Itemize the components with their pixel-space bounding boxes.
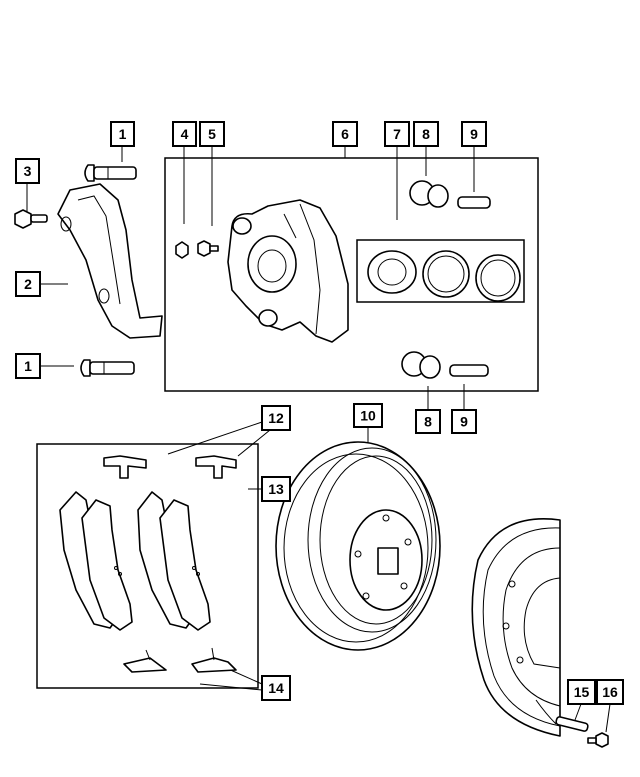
callout-5: 5 (199, 121, 225, 147)
brake-rotor-part (275, 441, 441, 651)
bushing-lower-part (401, 351, 441, 379)
callout-15: 15 (567, 679, 596, 705)
caliper-adapter-part (57, 183, 163, 339)
caliper-part (227, 199, 349, 343)
pad-clip-lower-right-part (191, 647, 237, 673)
callout-9-upper: 9 (461, 121, 487, 147)
seal-kit-frame (356, 239, 525, 303)
pad-clip-lower-left-part (123, 649, 167, 673)
callout-8-lower-label: 8 (424, 414, 432, 430)
sleeve-lower-part (449, 364, 489, 377)
callout-5-label: 5 (208, 126, 216, 142)
callout-7: 7 (384, 121, 410, 147)
bushing-upper-part (409, 180, 449, 208)
callout-8-upper-label: 8 (422, 126, 430, 142)
brake-pads-left-part (59, 491, 133, 631)
callout-9-lower: 9 (451, 409, 477, 434)
callout-14-label: 14 (268, 680, 284, 696)
callout-10-label: 10 (360, 408, 376, 424)
callout-12: 12 (261, 405, 291, 431)
leader-lines (26, 146, 611, 733)
callout-4: 4 (172, 121, 197, 147)
hub-assembly-part (471, 518, 561, 737)
callout-9-upper-label: 9 (470, 126, 478, 142)
bleeder-cap-part (175, 241, 189, 259)
pad-clip-upper-right-part (195, 455, 237, 479)
callout-14: 14 (261, 675, 291, 701)
callout-16-label: 16 (602, 684, 618, 700)
callout-12-label: 12 (268, 410, 284, 426)
callout-7-label: 7 (393, 126, 401, 142)
sleeve-upper-part (457, 196, 491, 209)
callout-3-label: 3 (24, 163, 32, 179)
small-bolt-part (14, 209, 48, 229)
pad-clip-upper-left-part (103, 455, 147, 479)
callout-2: 2 (15, 271, 41, 297)
brake-pad-group-frame (36, 443, 259, 689)
brake-pads-right-part (137, 491, 211, 631)
callout-8-upper: 8 (413, 121, 439, 147)
callout-6: 6 (332, 121, 358, 147)
callout-8-lower: 8 (415, 409, 441, 434)
piston-seal-kit-part (367, 250, 521, 302)
bleeder-screw-part (197, 240, 219, 257)
wheel-speed-sensor-part (535, 699, 589, 732)
callout-16: 16 (596, 679, 624, 705)
callout-3: 3 (15, 158, 40, 184)
callout-1-lower: 1 (15, 353, 41, 379)
bolt-lower-part (80, 359, 135, 377)
callout-2-label: 2 (24, 276, 32, 292)
bolt-upper-part (84, 164, 137, 182)
callout-15-label: 15 (574, 684, 590, 700)
callout-10: 10 (353, 403, 383, 428)
sensor-bolt-part (587, 732, 609, 748)
callout-13-label: 13 (268, 481, 284, 497)
callout-1-upper: 1 (110, 121, 135, 147)
callout-1-lower-label: 1 (24, 358, 32, 374)
caliper-group-frame (164, 157, 539, 392)
callout-1-upper-label: 1 (119, 126, 127, 142)
callout-6-label: 6 (341, 126, 349, 142)
callout-9-lower-label: 9 (460, 414, 468, 430)
callout-13: 13 (261, 476, 291, 502)
callout-4-label: 4 (181, 126, 189, 142)
